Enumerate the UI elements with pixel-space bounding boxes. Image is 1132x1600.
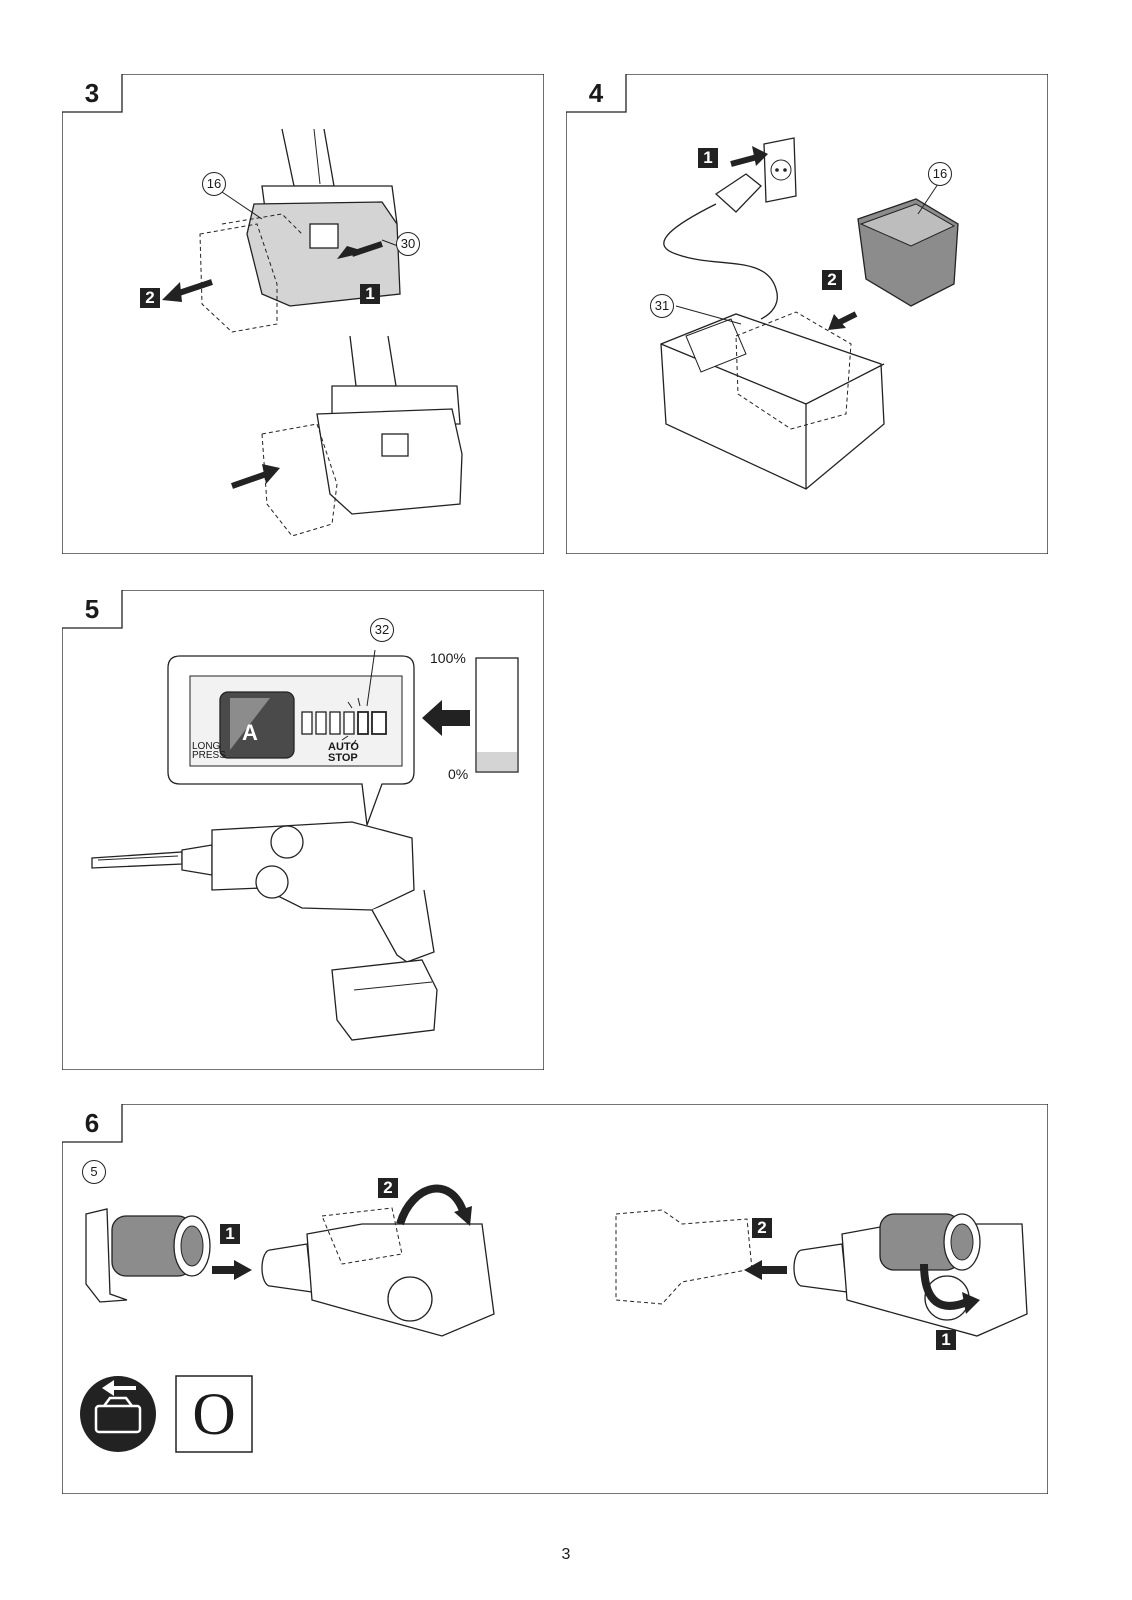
panel-number: 4 xyxy=(588,78,604,108)
panel-frame xyxy=(62,590,544,1070)
step-2-label-right: 2 xyxy=(752,1218,772,1238)
gauge-top-label: 100% xyxy=(430,650,466,666)
press-label: PRESS xyxy=(192,750,226,761)
step-2-label: 2 xyxy=(822,270,842,290)
panel-3: 3 16 30 2 1 xyxy=(62,74,544,554)
panel-number: 3 xyxy=(84,78,100,108)
panel-frame xyxy=(62,74,544,554)
panel-number: 6 xyxy=(84,1108,100,1138)
callout-31: 31 xyxy=(650,294,674,318)
auto-label: AUTO xyxy=(328,741,359,753)
panel-4: 4 16 31 1 2 xyxy=(566,74,1048,554)
step-1-label: 1 xyxy=(698,148,718,168)
long-label: LONG xyxy=(192,741,221,752)
panel-6: 6 5 1 2 2 xyxy=(62,1104,1048,1494)
callout-32: 32 xyxy=(370,618,394,642)
panel-frame xyxy=(62,1104,1048,1494)
operation-symbol-letter: O xyxy=(192,1381,236,1447)
panel-5: 5 32 A LONG PRESS AUTO ST xyxy=(62,590,544,1070)
step-1-label-right: 1 xyxy=(936,1330,956,1350)
step-1-label: 1 xyxy=(360,284,380,304)
battery-removal-illustration xyxy=(162,128,463,537)
step-1-label-left: 1 xyxy=(220,1224,240,1244)
step-2-label: 2 xyxy=(140,288,160,308)
callout-5: 5 xyxy=(82,1160,106,1184)
gauge-fill xyxy=(477,752,517,771)
charger-illustration xyxy=(660,137,959,490)
callout-16: 16 xyxy=(928,162,952,186)
step-2-label-left: 2 xyxy=(378,1178,398,1198)
mode-letter: A xyxy=(242,720,258,745)
panel-frame xyxy=(566,74,1048,554)
gauge-bottom-label: 0% xyxy=(448,766,469,782)
stop-label: STOP xyxy=(328,752,358,764)
page-number: 3 xyxy=(561,1546,571,1563)
callout-30: 30 xyxy=(396,232,420,256)
panel-number: 5 xyxy=(84,594,100,624)
callout-16: 16 xyxy=(202,172,226,196)
battery-indicator-illustration xyxy=(91,649,519,1041)
side-handle-illustration xyxy=(80,1184,1028,1453)
